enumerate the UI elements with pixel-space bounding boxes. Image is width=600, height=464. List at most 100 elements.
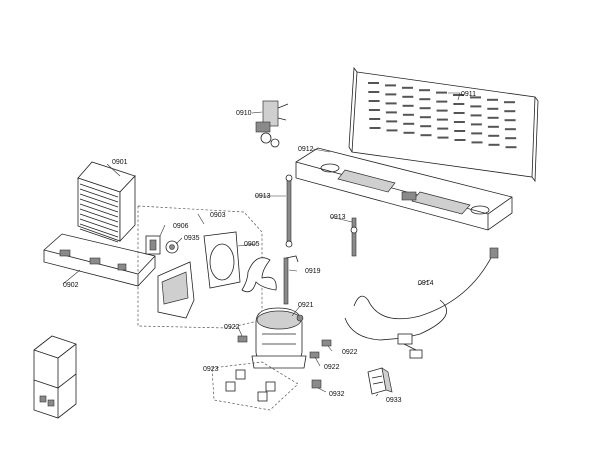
part-0909-fan-blade[interactable] [241, 257, 277, 293]
vent-slot [386, 129, 398, 132]
vent-slot [369, 118, 381, 120]
evaporator-fin [79, 223, 119, 238]
vent-slot [453, 103, 465, 105]
vent-slot [385, 84, 396, 87]
vent-slot [385, 102, 397, 105]
appliance-thumbnail [33, 335, 77, 419]
vent-slot [470, 105, 482, 108]
vent-slot [436, 100, 448, 103]
label-0932: 0932 [329, 391, 345, 398]
part-0910-valve[interactable] [255, 100, 289, 148]
part-0921-compressor[interactable] [251, 307, 307, 369]
label-0922-right-lower: 0922 [324, 364, 340, 371]
part-0923-rubber-feet[interactable] [225, 369, 276, 402]
evaporator-fin [79, 218, 119, 233]
label-0905: 0905 [244, 241, 260, 248]
label-0913-upper: 0913 [255, 193, 271, 200]
vent-slot [487, 125, 499, 128]
part-0903-fan-duct[interactable] [157, 261, 195, 319]
part-0913-drain-tube-1[interactable] [285, 174, 293, 248]
label-0903: 0903 [210, 212, 226, 219]
vent-slot [453, 112, 465, 114]
part-0901-evaporator[interactable] [77, 161, 136, 243]
vent-slot [505, 137, 517, 140]
part-0922-clip-left[interactable] [237, 335, 248, 343]
vent-slot [385, 93, 397, 96]
vent-slot [487, 98, 498, 101]
vent-slot [403, 131, 415, 134]
part-0922-clip-right-upper[interactable] [321, 339, 332, 347]
vent-slot [437, 136, 449, 139]
label-0906: 0906 [173, 223, 189, 230]
vent-slot [505, 146, 517, 149]
vent-slot [419, 107, 431, 110]
vent-slot [420, 125, 432, 128]
vent-slot [402, 104, 414, 107]
vent-slot [386, 120, 398, 123]
part-0922-clip-right-lower[interactable] [309, 351, 320, 359]
vent-slot [487, 116, 499, 119]
vent-slot [454, 139, 466, 141]
vent-slot [453, 94, 464, 96]
part-0932-grommet[interactable] [311, 379, 322, 389]
vent-slot [369, 127, 381, 129]
vent-slot [471, 141, 483, 144]
vent-slot [385, 111, 397, 114]
part-0906-fan-motor[interactable] [145, 235, 161, 255]
label-0922-right-upper: 0922 [342, 349, 358, 356]
label-0933: 0933 [386, 397, 402, 404]
vent-slot [403, 122, 415, 125]
label-0923: 0923 [203, 366, 219, 373]
part-0914-wiring-harness[interactable] [344, 247, 499, 359]
vent-slot [504, 119, 516, 122]
vent-slot [454, 130, 466, 132]
evaporator-fin [79, 193, 119, 208]
label-0911: 0911 [461, 91, 476, 98]
part-0912-base-tray[interactable] [295, 147, 513, 231]
part-0935-fan-clip[interactable] [165, 240, 179, 254]
part-0903-fan-assembly-outline [137, 205, 263, 329]
label-0935: 0935 [184, 235, 200, 242]
vent-slot [436, 118, 448, 121]
vent-slot [504, 101, 515, 104]
vent-slot [419, 98, 431, 101]
vent-slot [402, 86, 413, 89]
evaporator-fin [79, 198, 119, 213]
label-0914: 0914 [418, 280, 434, 287]
vent-slot [470, 114, 482, 117]
vent-slot [436, 91, 447, 94]
label-0901: 0901 [112, 159, 128, 166]
label-0912: 0912 [298, 146, 314, 153]
vent-slot [420, 134, 432, 137]
vent-slot [436, 109, 448, 112]
label-0919: 0919 [305, 268, 321, 275]
part-0923-feet-outline [211, 361, 299, 411]
vent-slot [487, 107, 499, 110]
vent-slot [504, 128, 516, 131]
evaporator-fin [79, 213, 119, 228]
vent-slot [488, 134, 500, 137]
vent-slot [471, 132, 483, 135]
vent-slot [453, 121, 465, 123]
vent-slot [368, 91, 380, 93]
label-0921: 0921 [298, 302, 314, 309]
part-0911-back-panel[interactable] [348, 66, 539, 183]
part-0913-drain-tube-2[interactable] [350, 217, 358, 257]
evaporator-fin [79, 208, 119, 223]
evaporator-fin [79, 188, 119, 203]
part-0933-relay[interactable] [367, 367, 393, 395]
label-0922-left: 0922 [224, 324, 240, 331]
part-0919-sensor[interactable] [283, 255, 299, 305]
vent-slot [470, 123, 482, 126]
vent-slot [488, 143, 500, 146]
label-0902: 0902 [63, 282, 79, 289]
vent-slot [504, 110, 516, 113]
vent-slot [368, 109, 380, 111]
vent-slot [402, 113, 414, 116]
evaporator-fin [79, 183, 119, 198]
vent-slot [470, 96, 481, 99]
vent-slot [368, 100, 380, 102]
part-0905-fan-shroud[interactable] [203, 231, 241, 289]
vent-slot [402, 95, 414, 98]
